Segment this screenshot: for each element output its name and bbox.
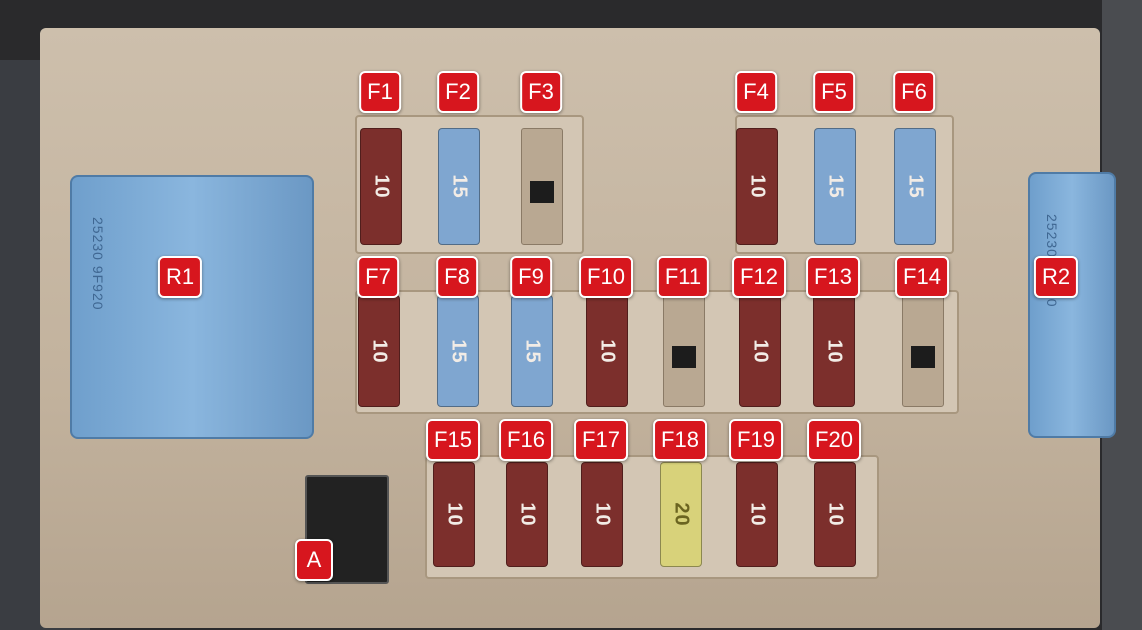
label-f1: F1 [359,71,401,113]
label-f18: F18 [653,419,707,461]
empty-slot-f3 [521,128,563,245]
fuse-f13: 10 [813,295,855,407]
fuse-f17: 10 [581,462,623,567]
fuse-f4-rating: 10 [746,174,769,199]
fuse-f19-rating: 10 [746,502,769,527]
fuse-f20-rating: 10 [824,502,847,527]
label-f9: F9 [510,256,552,298]
label-a: A [295,539,333,581]
label-f3: F3 [520,71,562,113]
empty-slot-f11 [663,295,705,407]
fuse-f10-rating: 10 [596,338,619,364]
label-f19: F19 [729,419,783,461]
fuse-f9: 15 [511,295,553,407]
label-f5: F5 [813,71,855,113]
label-f15: F15 [426,419,480,461]
fuse-f2: 15 [438,128,480,245]
label-f8: F8 [436,256,478,298]
fuse-f1: 10 [360,128,402,245]
fuse-block-bottom [425,455,879,579]
fuse-f19: 10 [736,462,778,567]
label-f4: F4 [735,71,777,113]
fuse-f12-rating: 10 [749,338,772,364]
fuse-f16-rating: 10 [516,502,539,527]
label-f11: F11 [656,256,710,298]
fuse-f2-rating: 15 [448,174,471,199]
fuse-f8-rating: 15 [447,338,470,364]
label-f13: F13 [806,256,860,298]
fuse-f15: 10 [433,462,475,567]
fuse-f7-rating: 10 [368,338,391,364]
fuse-f10: 10 [586,295,628,407]
fuse-f20: 10 [814,462,856,567]
fuse-f17-rating: 10 [591,502,614,527]
label-f6: F6 [893,71,935,113]
relay-r1-print: 25230 9F920 [90,217,106,311]
label-r2: R2 [1033,256,1079,298]
fuse-f1-rating: 10 [370,174,393,199]
fuse-f9-rating: 15 [521,338,544,364]
empty-slot-f14 [902,295,944,407]
relay-r1: 25230 9F920 [70,175,314,439]
label-f7: F7 [357,256,399,298]
fuse-f18: 20 [660,462,702,567]
relay-r2: 25230 9F920 [1028,172,1116,438]
label-r1: R1 [157,256,203,298]
fuse-f5: 15 [814,128,856,245]
label-f17: F17 [574,419,628,461]
fuse-f5-rating: 15 [824,174,847,199]
label-f20: F20 [807,419,861,461]
fuse-f6-rating: 15 [904,174,927,199]
fuse-f18-rating: 20 [670,502,693,527]
label-f12: F12 [732,256,786,298]
fuse-f7: 10 [358,295,400,407]
label-f10: F10 [579,256,633,298]
label-f14: F14 [895,256,949,298]
fuse-f12: 10 [739,295,781,407]
fuse-f16: 10 [506,462,548,567]
label-f2: F2 [437,71,479,113]
fuse-f4: 10 [736,128,778,245]
label-f16: F16 [499,419,553,461]
fuse-f6: 15 [894,128,936,245]
fuse-f15-rating: 10 [443,502,466,527]
fuse-f8: 15 [437,295,479,407]
fuse-f13-rating: 10 [823,338,846,364]
